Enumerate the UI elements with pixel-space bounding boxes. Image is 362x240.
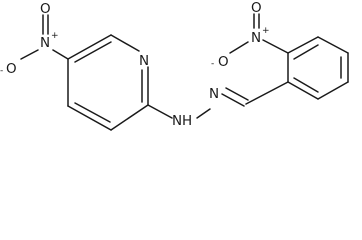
bond-pyr-c2-c3 [110,104,149,131]
bond-pyr-c3-c4-double [74,102,111,123]
atom-nitro2-n: N [251,30,261,46]
atom-nitro1-o-left: O [6,61,17,77]
bond-pyr-c6-n1 [110,34,140,52]
charge-nitro1-n: + [51,31,59,41]
atom-hydrazine-n2: N [209,86,219,102]
atom-hydrazine-n1: N [172,113,182,129]
charge-nitro2-n: + [262,26,270,36]
bond-c2-nh [147,104,173,119]
atom-nitro2-o-top: O [251,0,262,16]
bond-ch-ring [245,81,289,105]
bond-pyr-c5-c6 [67,34,112,60]
bond-benz-c6-c1 [287,81,319,100]
bond-nh-n [196,108,211,119]
bond-benz-c3-c4 [317,36,349,54]
charge-nitro2-o: - [211,59,214,69]
bond-nitro1-n-o-left [20,49,39,60]
bond-benz-c2-c3 [287,36,319,54]
bond-n-ch-double [225,87,249,101]
bond-benz-c5-c6 [317,81,349,100]
charge-nitro1-o: - [0,66,3,76]
bond-benz-c2-c3-double [293,44,319,60]
bond-pyr-c5-c6-double [74,41,112,63]
bond-nitro1-n-ring [52,49,69,60]
atom-nitro1-n: N [40,35,50,51]
atom-nitro2-o-left: O [218,54,229,70]
bond-pyr-c3-c4 [67,105,112,131]
atom-nitro1-o-top: O [40,1,51,17]
atom-pyridine-n: N [139,53,149,69]
bond-nitro2-n-o-left [229,41,249,54]
atom-hydrazine-h1: H [182,113,192,129]
molecule-structure-diagram: O N + O - N N H N O N + O - [0,0,349,131]
atom-labels: O N + O - N N H N O N + O - [0,0,270,129]
bond-benz-c6-c1-double [293,77,319,93]
bonds [20,13,349,131]
bond-nitro2-ring-n [262,39,289,54]
bond-n-ch [221,93,245,107]
